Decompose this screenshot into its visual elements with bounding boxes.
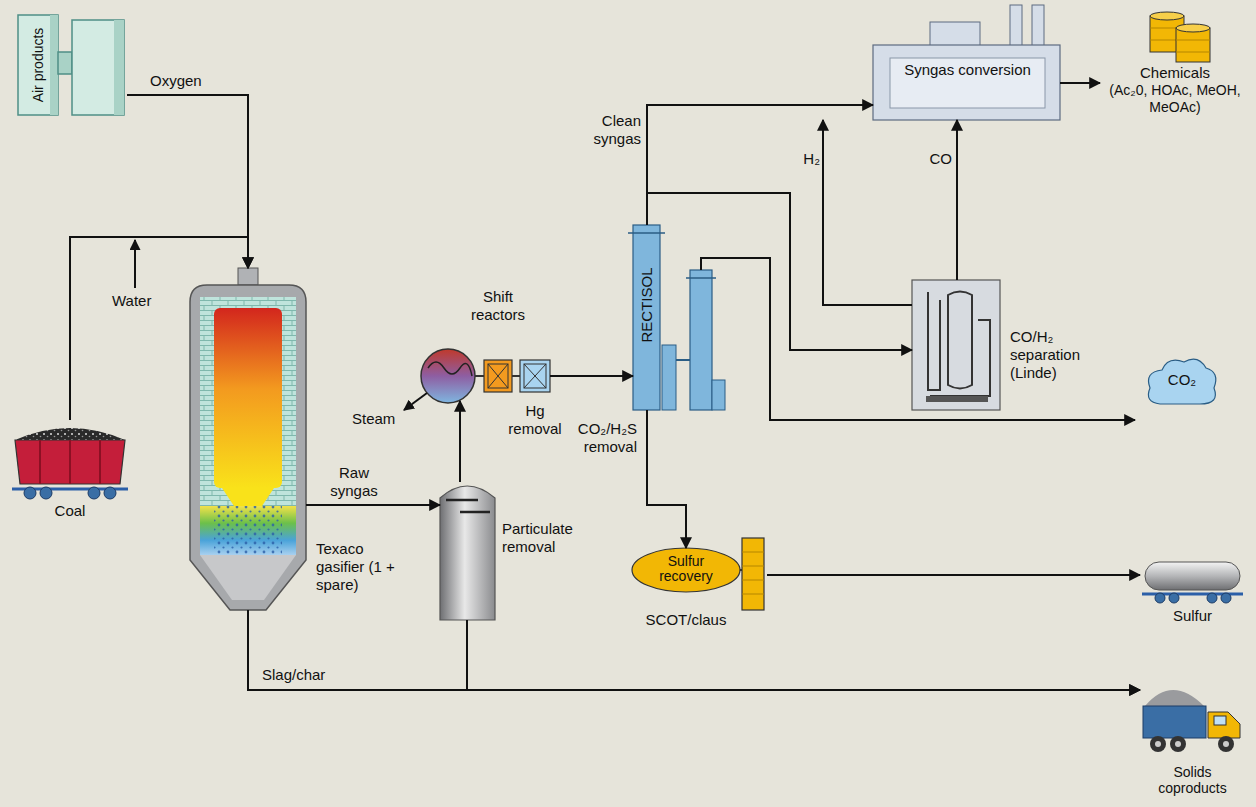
flow-arrow bbox=[956, 120, 958, 280]
rectisol-column: RECTISOL bbox=[633, 225, 660, 410]
edge-label: H₂ bbox=[796, 150, 820, 168]
flow-arrow bbox=[767, 574, 1140, 576]
node-sublabel: (Ac₂0, HOAc, MeOH, MeOAc) bbox=[1103, 82, 1247, 116]
acid-gas-column: CO₂/H₂S removal bbox=[690, 270, 712, 410]
node-label: CO/H₂ separation (Linde) bbox=[1010, 328, 1104, 382]
node-label: Air products bbox=[30, 28, 47, 103]
particulate-separator: Particulate removal bbox=[440, 482, 495, 620]
node-label: Syngas conversion bbox=[890, 61, 1045, 79]
coal-railcar: Coal bbox=[10, 420, 130, 498]
flow-arrow bbox=[823, 120, 912, 305]
water-feed-arrow bbox=[134, 240, 136, 288]
mercury-removal-bed: Hg removal bbox=[520, 360, 550, 392]
coal-car-art bbox=[12, 428, 128, 499]
gasifier-art bbox=[190, 268, 306, 610]
sulfur-unit-art bbox=[632, 538, 764, 610]
shift-train-art bbox=[404, 349, 550, 410]
sulfur-tank-car: Sulfur bbox=[1140, 555, 1245, 600]
linde-art bbox=[912, 280, 1000, 410]
sulfur-recovery-unit: Sulfur recoverySCOT/claus bbox=[632, 548, 767, 593]
edge-label: Clean syngas bbox=[583, 112, 641, 148]
plant-art bbox=[873, 5, 1060, 120]
barrels-art bbox=[1150, 12, 1210, 62]
edge-label: Raw syngas bbox=[318, 464, 390, 500]
flow-arrow bbox=[647, 410, 686, 548]
node-label: CO₂ bbox=[1147, 371, 1217, 389]
node-label: Sulfur recovery bbox=[641, 554, 731, 585]
node-label: Shift reactors bbox=[463, 288, 533, 324]
gasifier-vessel: Texaco gasifier (1 + spare) bbox=[190, 268, 306, 610]
node-sublabel: SCOT/claus bbox=[641, 611, 731, 629]
flow-arrow bbox=[467, 620, 1140, 690]
co-h2-separation-unit: CO/H₂ separation (Linde) bbox=[912, 280, 1000, 410]
solids-dump-truck: Solids coproducts bbox=[1140, 672, 1245, 760]
particulate-art bbox=[440, 486, 495, 620]
truck-art bbox=[1143, 690, 1240, 752]
tank-car-art bbox=[1142, 562, 1243, 603]
flow-arrow bbox=[647, 105, 873, 225]
flow-arrow bbox=[70, 237, 248, 420]
node-label: RECTISOL bbox=[638, 267, 656, 342]
flow-arrow bbox=[248, 610, 1140, 690]
flow-arrow bbox=[647, 193, 912, 350]
syngas-conversion-plant: Syngas conversion bbox=[873, 45, 1060, 120]
annotation-label: Water bbox=[112, 292, 162, 310]
rectisol-art bbox=[628, 225, 725, 410]
air-separation-plant: Air products bbox=[15, 15, 127, 115]
node-label: Texaco gasifier (1 + spare) bbox=[316, 540, 408, 594]
node-label: Particulate removal bbox=[502, 520, 594, 556]
node-label: CO₂/H₂S removal bbox=[558, 420, 637, 456]
co2-cloud: CO₂ bbox=[1135, 355, 1220, 425]
flow-arrow bbox=[459, 401, 461, 482]
edge-label: CO bbox=[920, 150, 952, 168]
node-label: Sulfur bbox=[1140, 607, 1245, 625]
air-plant-art bbox=[18, 15, 124, 115]
chemicals-barrels: Chemicals(Ac₂0, HOAc, MeOH, MeOAc) bbox=[1100, 8, 1250, 128]
flow-arrow bbox=[701, 258, 1135, 420]
node-label: Hg removal bbox=[503, 402, 567, 438]
flow-arrow bbox=[1060, 82, 1100, 84]
node-label: Solids coproducts bbox=[1140, 764, 1245, 796]
shift-reactor: Shift reactors bbox=[484, 360, 512, 392]
annotation-label: Steam bbox=[352, 410, 402, 428]
edge-label: Slag/char bbox=[262, 666, 342, 684]
flow-arrow bbox=[306, 504, 440, 506]
node-label: Chemicals bbox=[1105, 64, 1245, 82]
flow-arrow bbox=[127, 95, 248, 268]
node-label: Coal bbox=[30, 502, 110, 520]
edge-label: Oxygen bbox=[150, 72, 220, 90]
flow-arrow bbox=[550, 375, 633, 377]
